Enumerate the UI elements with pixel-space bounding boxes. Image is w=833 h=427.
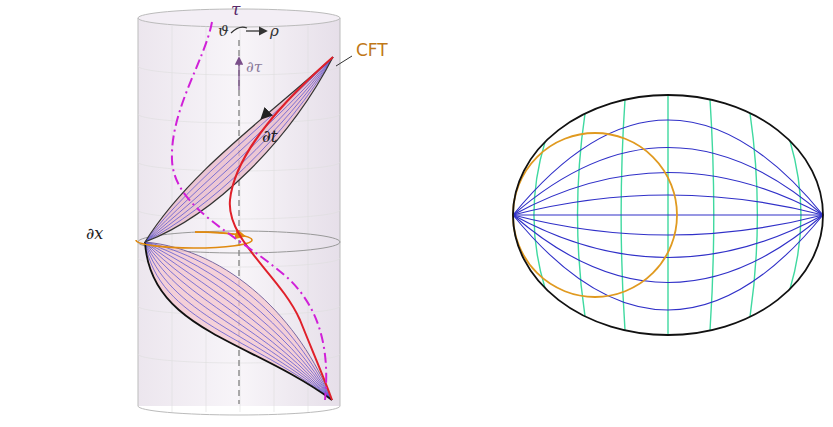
upper-slice bbox=[145, 57, 333, 242]
surface-stroke bbox=[513, 214, 823, 215]
lower-slice bbox=[145, 242, 332, 400]
surface-stroke bbox=[145, 242, 332, 400]
surface-stroke bbox=[513, 215, 823, 310]
surface-stroke bbox=[145, 242, 332, 400]
surface-stroke bbox=[513, 195, 823, 215]
surface-stroke bbox=[145, 57, 333, 242]
surface-stroke bbox=[145, 242, 332, 400]
surface-stroke bbox=[145, 242, 332, 400]
surface-stroke bbox=[145, 57, 333, 242]
surface-stroke bbox=[145, 57, 333, 242]
surface-stroke bbox=[145, 242, 332, 400]
surface-stroke bbox=[513, 120, 823, 215]
axis-label: ϑ bbox=[218, 24, 229, 39]
surface-stroke bbox=[145, 57, 333, 242]
surface-stroke bbox=[145, 242, 332, 400]
surface-stroke bbox=[145, 57, 333, 242]
boundary-disk bbox=[513, 95, 823, 335]
surface-stroke bbox=[513, 215, 823, 235]
axis-label: ρ bbox=[270, 24, 279, 39]
ads-cylinder bbox=[138, 9, 340, 415]
vector-label: ∂τ bbox=[246, 60, 262, 75]
vector-label: ∂t bbox=[262, 128, 278, 145]
boundary-label: CFT bbox=[356, 42, 388, 59]
surface-stroke bbox=[240, 26, 241, 412]
surface-stroke bbox=[145, 242, 332, 400]
vector-label: ∂x bbox=[86, 226, 103, 242]
surface-stroke bbox=[513, 148, 823, 216]
surface-stroke bbox=[206, 26, 207, 412]
axis-label: τ bbox=[231, 1, 240, 18]
surface-stroke bbox=[513, 215, 823, 283]
surface-stroke bbox=[145, 242, 332, 400]
surface-stroke bbox=[145, 242, 332, 400]
